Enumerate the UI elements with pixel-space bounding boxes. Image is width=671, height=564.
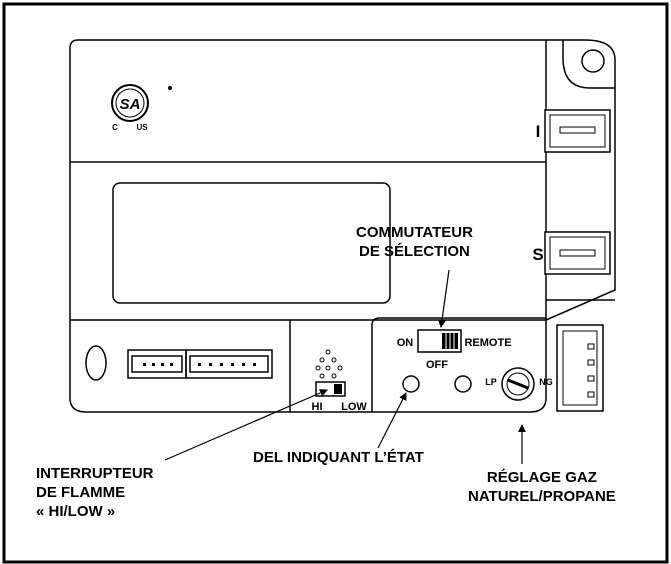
connector-pins — [143, 363, 256, 366]
certification-left-label: C — [112, 123, 118, 132]
terminal-top: I — [536, 109, 611, 153]
selector-callout: COMMUTATEUR DE SÉLECTION — [356, 223, 473, 261]
selector-switch: ON REMOTE OFF — [397, 329, 512, 371]
flame-callout-line-2: DE FLAMME — [36, 484, 126, 501]
terminal-top-label: I — [536, 122, 541, 141]
svg-text:SA: SA — [120, 96, 141, 113]
status-led-callout-text: DEL INDIQUANT L’ÉTAT — [253, 449, 424, 466]
gas-adjuster: LP NG — [485, 367, 553, 401]
mounting-tab — [562, 40, 615, 89]
gas-adjuster-ng-label: NG — [539, 377, 553, 387]
flame-switch-low-label: LOW — [341, 401, 367, 413]
flame-callout-line-3: « HI/LOW » — [36, 503, 116, 520]
flame-switch: HI LOW — [312, 381, 367, 413]
selector-switch-on-label: ON — [397, 337, 414, 349]
terminal-bottom-label: S — [532, 245, 543, 264]
status-led-callout: DEL INDIQUANT L’ÉTAT — [253, 448, 424, 467]
right-connector — [556, 324, 604, 412]
control-module — [69, 39, 616, 413]
gas-callout: RÉGLAGE GAZ NATUREL/PROPANE — [468, 468, 616, 506]
led-leader — [377, 392, 407, 449]
selector-switch-remote-label: REMOTE — [464, 337, 511, 349]
display-window — [112, 182, 391, 304]
connector-area — [85, 345, 273, 381]
gas-callout-line-1: RÉGLAGE GAZ — [486, 469, 597, 486]
terminal-bottom: S — [532, 231, 611, 275]
gas-adjuster-lp-label: LP — [485, 377, 497, 387]
control-panel — [371, 317, 546, 412]
selector-switch-off-label: OFF — [426, 359, 448, 371]
status-leds — [402, 375, 472, 393]
selector-callout-line-2: DE SÉLECTION — [359, 243, 470, 260]
flame-switch-hi-label: HI — [312, 401, 323, 413]
speaker-holes — [315, 349, 343, 379]
gas-callout-line-2: NATUREL/PROPANE — [468, 488, 616, 505]
flame-leader — [164, 389, 328, 461]
flame-callout-line-1: INTERRUPTEUR — [36, 465, 154, 482]
certification-right-label: US — [136, 123, 148, 132]
selector-callout-line-1: COMMUTATEUR — [356, 224, 473, 241]
flame-callout: INTERRUPTEUR DE FLAMME « HI/LOW » — [36, 464, 154, 521]
selector-leader — [438, 269, 450, 328]
csa-certification-mark: SA C US — [111, 84, 172, 132]
